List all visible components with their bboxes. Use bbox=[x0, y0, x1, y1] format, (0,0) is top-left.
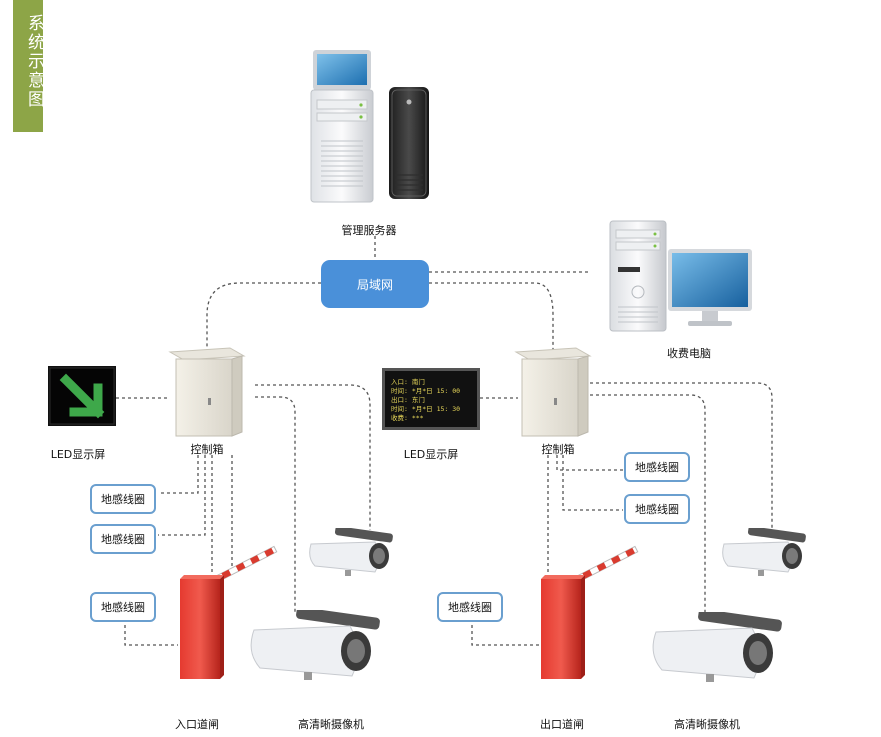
line-lan-left-box bbox=[206, 282, 321, 350]
left-loop-coil-2: 地感线圈 bbox=[90, 524, 156, 554]
toll-pc-label: 收费电脑 bbox=[667, 347, 711, 360]
management-server-icon bbox=[310, 50, 429, 203]
led-line-1: 入口: 南门 bbox=[391, 377, 425, 386]
led-line-4: 时间: *月*日 15: 30 bbox=[391, 404, 460, 413]
left-hd-camera-icon bbox=[250, 610, 380, 680]
led-line-3: 出口: 东门 bbox=[391, 395, 425, 404]
right-loop-coil-2: 地感线圈 bbox=[624, 494, 690, 524]
entrance-barrier-gate-icon bbox=[180, 545, 278, 679]
right-loop-coil-1: 地感线圈 bbox=[624, 452, 690, 482]
left-control-box-label: 控制箱 bbox=[190, 443, 224, 456]
right-led-screen-icon: 入口: 南门 时间: *月*日 15: 00 出口: 东门 时间: *月*日 1… bbox=[382, 368, 480, 430]
entrance-barrier-label: 入口道闸 bbox=[175, 718, 219, 731]
left-loop-coil-1: 地感线圈 bbox=[90, 484, 156, 514]
lan-node: 局域网 bbox=[321, 260, 429, 308]
server-label: 管理服务器 bbox=[341, 224, 397, 237]
right-hd-camera-icon bbox=[652, 612, 782, 682]
right-camera-label: 高清晰摄像机 bbox=[674, 718, 740, 731]
led-line-5: 收费: *** bbox=[391, 413, 424, 422]
left-led-label: LED显示屏 bbox=[50, 448, 106, 461]
side-tag: 系统示意图 bbox=[13, 0, 44, 132]
exit-barrier-label: 出口道闸 bbox=[540, 718, 584, 731]
led-line-2: 时间: *月*日 15: 00 bbox=[391, 386, 460, 395]
left-control-box-icon bbox=[168, 347, 246, 437]
lan-label: 局域网 bbox=[356, 277, 393, 292]
left-camera-label: 高清晰摄像机 bbox=[298, 718, 364, 731]
left-led-screen-icon bbox=[48, 366, 116, 426]
left-loop-coil-3: 地感线圈 bbox=[90, 592, 156, 622]
right-control-box-icon bbox=[514, 347, 592, 437]
toll-computer-icon bbox=[609, 220, 752, 332]
right-control-box-label: 控制箱 bbox=[541, 443, 575, 456]
right-led-label: LED显示屏 bbox=[403, 448, 459, 461]
left-small-camera-icon bbox=[309, 528, 393, 576]
right-small-camera-icon bbox=[722, 528, 806, 576]
side-tag-text: 系统示意图 bbox=[24, 14, 44, 109]
exit-barrier-gate-icon bbox=[541, 545, 639, 679]
right-loop-coil-3: 地感线圈 bbox=[437, 592, 503, 622]
line-lan-right-box bbox=[429, 282, 554, 352]
